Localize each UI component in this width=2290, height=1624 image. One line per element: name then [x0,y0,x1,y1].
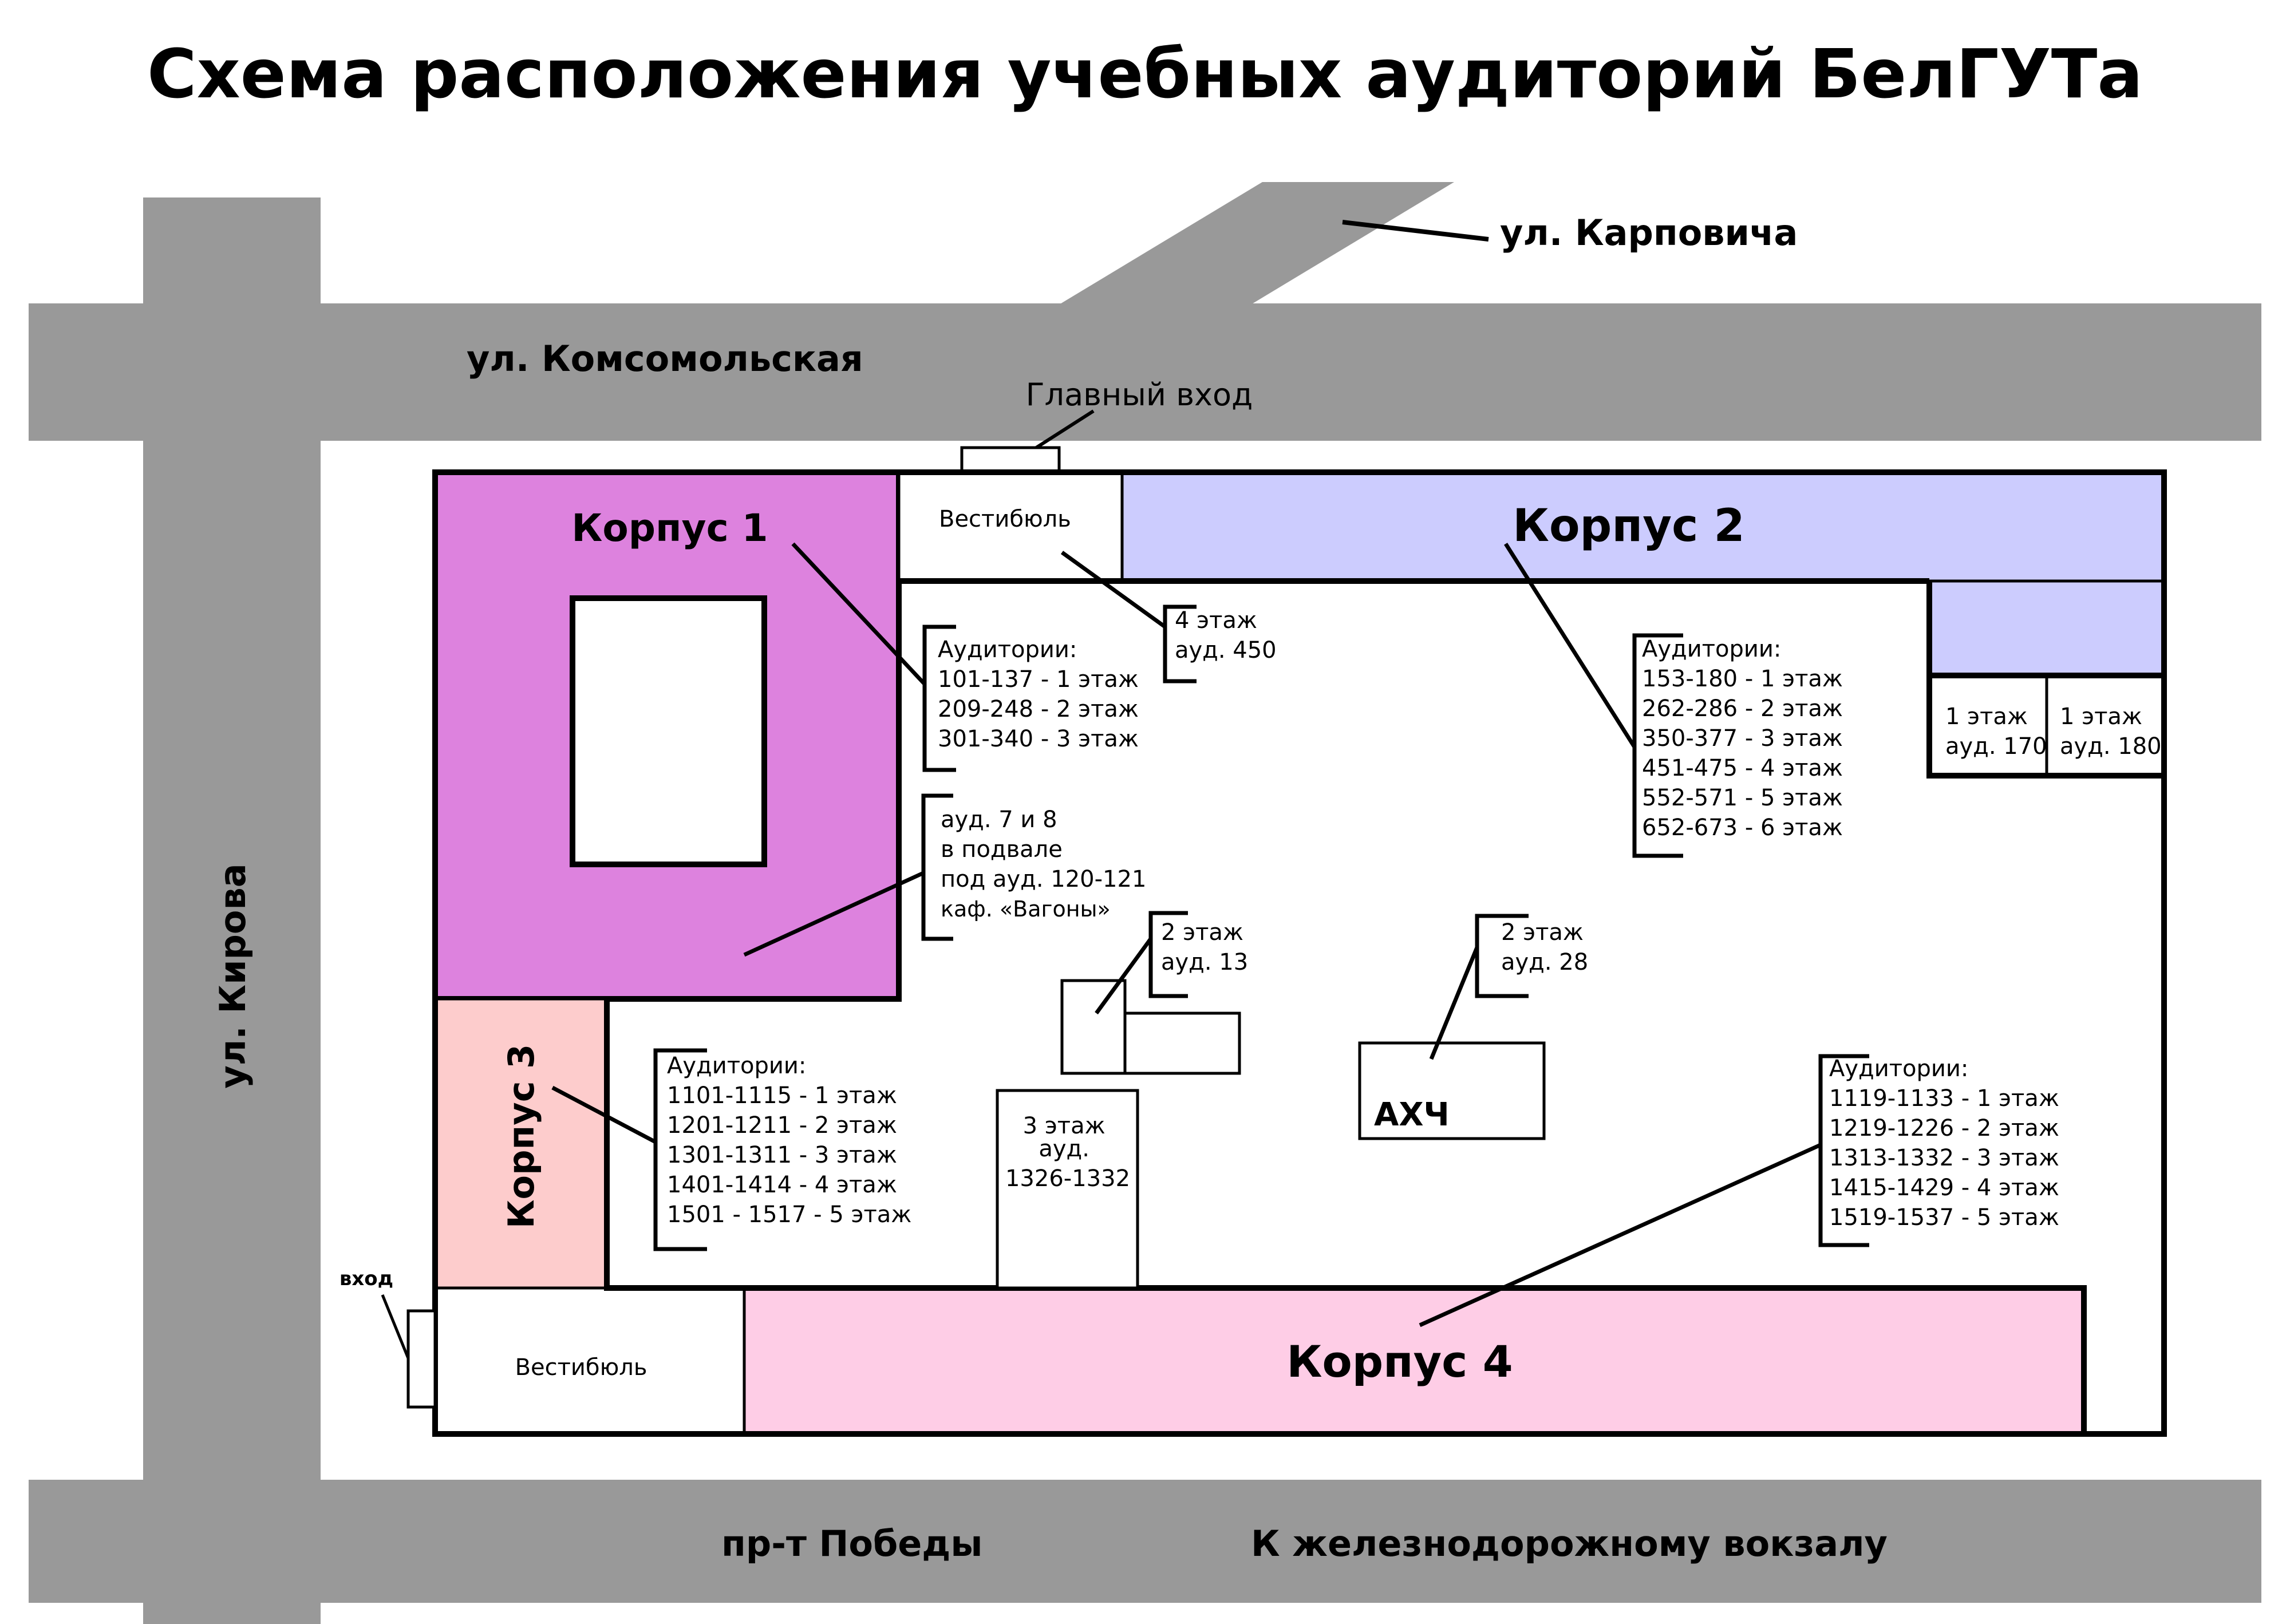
street-label-komsomolskaya: ул. Комсомольская [467,338,863,380]
callout-korpus-2-rooms: Аудитории: 153-180 - 1 этаж 262-286 - 2 … [1642,636,1850,841]
main-entrance-pointer [1035,409,1095,449]
structure-aud13 [1060,979,1127,1075]
korpus-1-label: Корпус 1 [571,506,768,550]
map-title: Схема расположения учебных аудиторий Бел… [147,34,2143,113]
side-entrance-label: вход [339,1267,393,1290]
road-komsomolskaya [29,303,2261,441]
callout-basement: ауд. 7 и 8 в подвале под ауд. 120-121 ка… [941,807,1154,922]
vestibule-bottom-label: Вестибюль [515,1354,647,1381]
korpus-1-courtyard [570,595,767,867]
korpus-4-label: Корпус 4 [1286,1336,1513,1387]
callout-aud1326: 3 этаж ауд. 1326-1332 [1005,1113,1130,1192]
side-entrance-pointer [381,1294,413,1366]
pointer-lines [551,542,1822,1327]
structure-ahch [1358,1041,1546,1140]
main-entrance-label: Главный вход [1026,377,1253,413]
korpus-2-label: Корпус 2 [1513,500,1745,552]
side-entrance-door [406,1309,437,1409]
street-label-kirova: ул. Кирова [212,863,254,1088]
road-pobedy [29,1480,2261,1603]
structure-aud13-wing [1123,1011,1241,1075]
vestibule-bottom [433,1286,746,1436]
callout-korpus-3-rooms: Аудитории: 1101-1115 - 1 этаж 1201-1211 … [667,1053,911,1228]
roads [29,182,2261,1624]
street-label-karpovicha: ул. Карповича [1500,212,1798,254]
vestibule-top-label: Вестибюль [939,506,1071,532]
callout-vestibule-floor4: 4 этаж ауд. 450 [1175,607,1277,663]
callout-annex-170: 1 этаж ауд. 170 [1945,704,2047,760]
korpus-2-annex [1928,579,2166,677]
street-label-to-station: К железнодорожному вокзалу [1251,1523,1888,1564]
road-kirova [143,197,321,1624]
wall-outline [432,469,2167,1437]
callout-annex-180: 1 этаж ауд. 180 [2060,704,2162,760]
callout-korpus-1-rooms: Аудитории: 101-137 - 1 этаж 209-248 - 2 … [938,637,1146,752]
ahch-label: АХЧ [1374,1096,1450,1133]
korpus-3-label: Корпус 3 [500,1044,542,1228]
callout-aud28: 2 этаж ауд. 28 [1501,919,1591,975]
karpovicha-pointer [1342,220,1489,242]
callout-korpus-4-rooms: Аудитории: 1119-1133 - 1 этаж 1219-1226 … [1829,1056,2067,1231]
street-label-pobedy: пр-т Победы [721,1523,982,1564]
main-entrance-door [960,446,1061,473]
road-karpovicha [1059,182,1454,305]
structure-aud1326 [996,1089,1139,1290]
callout-aud13: 2 этаж ауд. 13 [1161,919,1251,975]
